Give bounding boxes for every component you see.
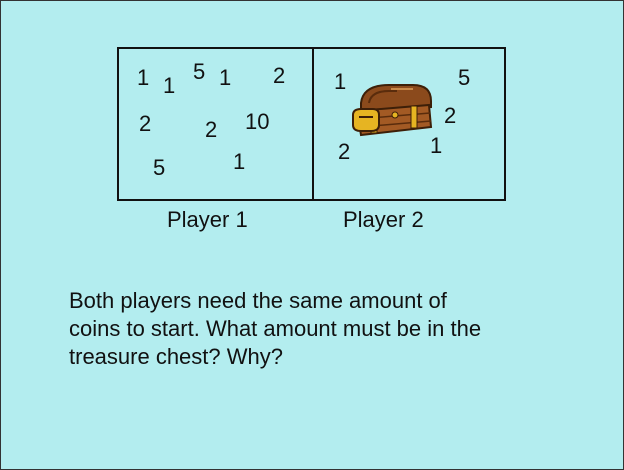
coin-value: 5: [458, 67, 470, 89]
coin-value: 10: [245, 111, 269, 133]
coin-value: 1: [163, 75, 175, 97]
coin-value: 5: [193, 61, 205, 83]
coin-value: 2: [139, 113, 151, 135]
coin-value: 2: [205, 119, 217, 141]
player-1-label: Player 1: [167, 207, 248, 233]
player-2-label: Player 2: [343, 207, 424, 233]
question-text: Both players need the same amount of coi…: [69, 287, 609, 371]
player-2-panel: 1 5 2 2 1: [314, 49, 504, 199]
player-1-panel: 1 1 5 1 2 2 2 10 5 1: [119, 49, 314, 199]
coin-value: 2: [273, 65, 285, 87]
coin-board: 1 1 5 1 2 2 2 10 5 1 1 5 2 2 1: [117, 47, 506, 201]
coin-value: 1: [219, 67, 231, 89]
coin-value: 2: [444, 105, 456, 127]
coin-value: 1: [334, 71, 346, 93]
coin-value: 1: [137, 67, 149, 89]
coin-value: 1: [430, 135, 442, 157]
coin-value: 5: [153, 157, 165, 179]
treasure-chest-icon: [351, 81, 435, 137]
coin-value: 2: [338, 141, 350, 163]
coin-value: 1: [233, 151, 245, 173]
